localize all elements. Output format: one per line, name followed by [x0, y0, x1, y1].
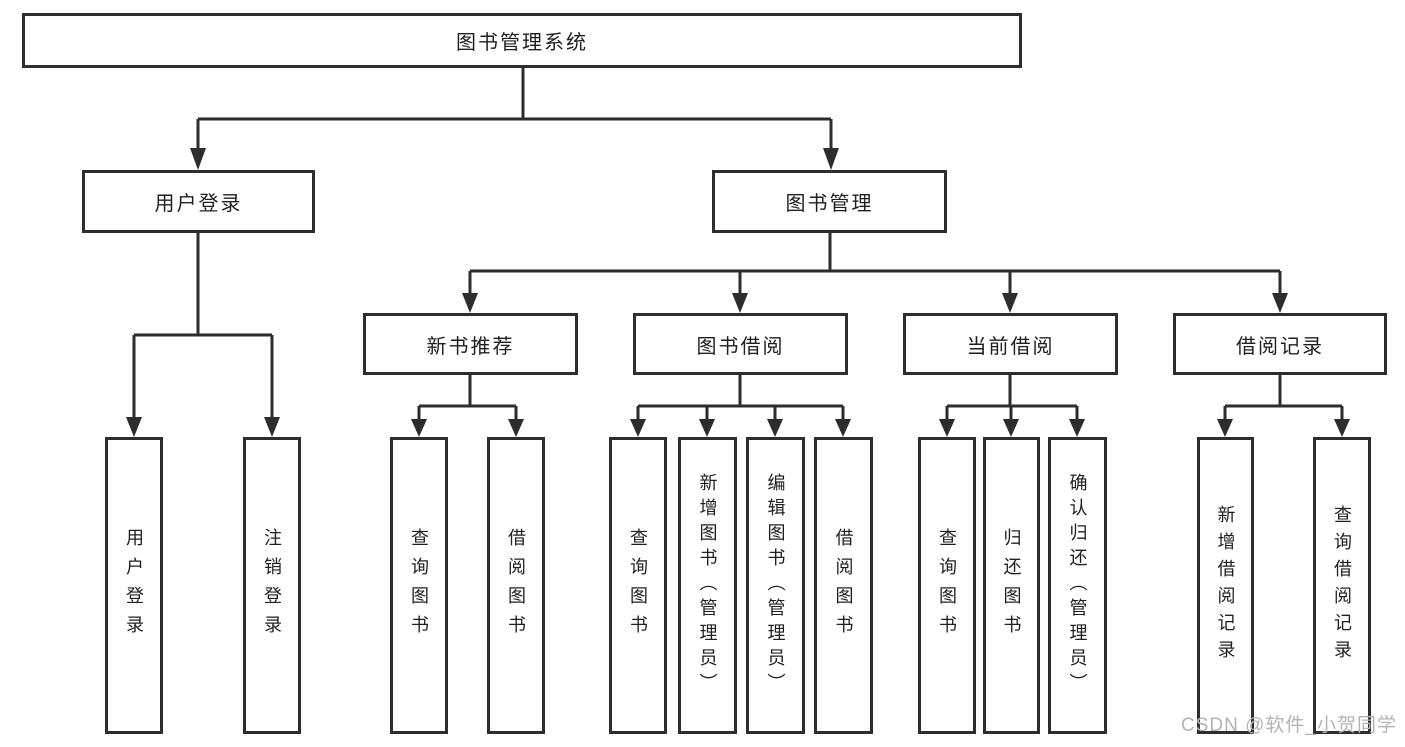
arrowhead [190, 148, 206, 170]
node-new-book-recommendation: 新书推荐 [363, 313, 578, 375]
connector-current-borrow-children [939, 375, 1085, 437]
arrowhead [732, 293, 748, 313]
leaf-add-books-admin: 新增图书（管理员） [678, 437, 737, 734]
arrowhead [1217, 419, 1233, 437]
leaf-user-login: 用户登录 [105, 437, 163, 734]
leaf-borrow-books-1: 借阅图书 [487, 437, 545, 734]
leaf-confirm-return-admin: 确认归还（管理员） [1048, 437, 1107, 734]
node-root-system-label: 图书管理系统 [456, 32, 588, 54]
leaf-confirm-return-admin-label: 确认归还（管理员） [1067, 473, 1088, 698]
leaf-add-books-admin-label: 新增图书（管理员） [697, 473, 718, 698]
leaf-query-books-1-label: 查询图书 [409, 527, 429, 644]
node-borrowing-records: 借阅记录 [1173, 313, 1387, 375]
arrowhead [462, 293, 478, 313]
node-book-borrowing: 图书借阅 [633, 313, 848, 375]
arrowhead [767, 419, 783, 437]
leaf-add-borrowing-record: 新增借阅记录 [1197, 437, 1254, 734]
arrowhead [699, 419, 715, 437]
arrowhead [630, 419, 646, 437]
arrowhead [411, 419, 427, 437]
leaf-edit-books-admin: 编辑图书（管理员） [746, 437, 805, 734]
arrowhead [508, 419, 524, 437]
leaf-add-borrowing-record-label: 新增借阅记录 [1215, 504, 1236, 667]
connector-root-to-level2 [190, 68, 839, 170]
leaf-borrow-books-2: 借阅图书 [814, 437, 873, 734]
connector-book-borrow-children [630, 375, 851, 437]
node-borrowing-records-label: 借阅记录 [1236, 335, 1324, 358]
leaf-query-books-3: 查询图书 [918, 437, 976, 734]
leaf-query-books-3-label: 查询图书 [937, 527, 957, 644]
node-user-login-label: 用户登录 [154, 193, 243, 215]
arrowhead [1002, 293, 1018, 313]
leaf-query-borrowing-record: 查询借阅记录 [1313, 437, 1371, 734]
node-book-management-label: 图书管理 [785, 193, 874, 215]
node-book-borrowing-label: 图书借阅 [696, 335, 785, 358]
arrowhead [1069, 419, 1085, 437]
leaf-return-books-label: 归还图书 [1001, 527, 1022, 644]
arrowhead [835, 419, 851, 437]
node-current-borrowing-label: 当前借阅 [966, 335, 1055, 358]
connector-user-login-children [126, 233, 280, 437]
leaf-borrow-books-2-label: 借阅图书 [833, 527, 854, 644]
arrowhead [1003, 419, 1019, 437]
connector-book-mgmt-children [462, 233, 1288, 313]
leaf-edit-books-admin-label: 编辑图书（管理员） [765, 473, 786, 698]
arrowhead [126, 417, 142, 437]
leaf-query-books-2: 查询图书 [609, 437, 667, 734]
connector-new-book-rec-children [411, 375, 524, 437]
arrowhead [264, 417, 280, 437]
leaf-query-books-2-label: 查询图书 [628, 527, 648, 644]
leaf-borrow-books-1-label: 借阅图书 [506, 527, 526, 644]
arrowhead [1334, 419, 1350, 437]
leaf-logout: 注销登录 [243, 437, 301, 734]
node-current-borrowing: 当前借阅 [903, 313, 1118, 375]
node-book-management: 图书管理 [712, 170, 947, 233]
arrowhead [823, 148, 839, 170]
leaf-query-books-1: 查询图书 [390, 437, 448, 734]
leaf-logout-label: 注销登录 [262, 527, 282, 644]
arrowhead [1272, 293, 1288, 313]
node-user-login: 用户登录 [82, 170, 315, 233]
node-root-system: 图书管理系统 [22, 13, 1022, 68]
connector-borrow-records-children [1217, 375, 1350, 437]
leaf-query-borrowing-record-label: 查询借阅记录 [1332, 504, 1352, 667]
node-new-book-recommendation-label: 新书推荐 [426, 335, 515, 358]
arrowhead [939, 419, 955, 437]
leaf-user-login-label: 用户登录 [124, 527, 144, 644]
leaf-return-books: 归还图书 [983, 437, 1040, 734]
